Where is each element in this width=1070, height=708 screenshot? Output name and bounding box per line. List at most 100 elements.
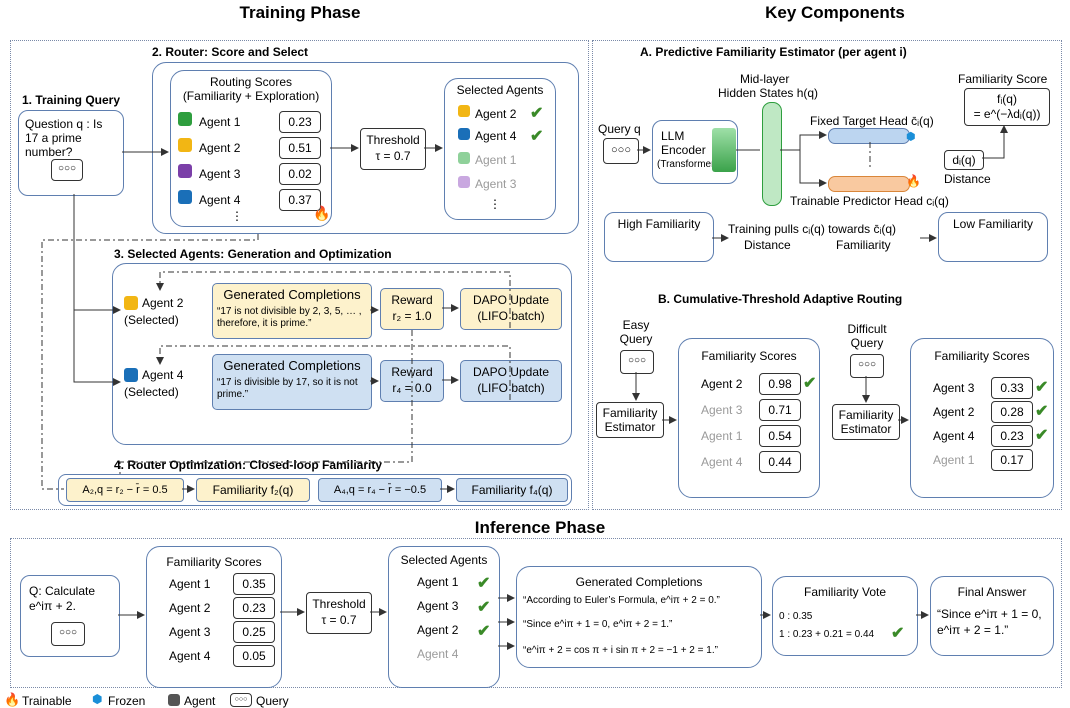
tau-value: τ = 0.7 — [375, 149, 411, 163]
routing-scores-title: Routing Scores — [209, 75, 293, 89]
high-familiarity-box: High Familiarity — [604, 212, 714, 262]
familiarity-score: 0.17 — [991, 449, 1033, 471]
generated-completion-text: “17 is divisible by 17, so it is not pri… — [217, 377, 358, 400]
trainable-predictor-head — [828, 176, 910, 192]
query-icon: ○○○ — [620, 350, 654, 374]
distance-label: Distance — [944, 172, 991, 186]
routing-scores-box: Routing Scores (Familiarity + Exploratio… — [170, 70, 332, 227]
check-icon: ✔ — [477, 575, 491, 592]
check-icon: ✔ — [477, 623, 491, 640]
selected-agents-box: Selected Agents Agent 2 Agent 4 Agent 1 … — [444, 78, 556, 220]
familiarity-up-label: Familiarity — [836, 238, 891, 252]
frozen-icon: ⬢ — [92, 692, 103, 706]
agent-label: Agent 4 — [701, 455, 743, 469]
selected-agent: Agent 1 — [417, 575, 459, 589]
familiarity-text: Familiarity f₄(q) — [471, 483, 553, 497]
vote-line: 0 : 0.35 — [779, 611, 813, 622]
dapo-update-box: DAPO Update (LIFO batch) — [460, 360, 562, 402]
familiarity-score: 0.25 — [233, 621, 275, 643]
gen-agent-selected: (Selected) — [124, 313, 179, 327]
low-familiarity-label: Low Familiarity — [952, 217, 1033, 231]
familiarity-score: 0.28 — [991, 401, 1033, 423]
agent-label: Agent 3 — [199, 167, 241, 181]
training-phase-title: Training Phase — [239, 3, 361, 22]
fixed-head-label: Fixed Target Head c̄ᵢ(q) — [810, 114, 934, 128]
threshold-label: Threshold — [312, 597, 366, 611]
completion-text: “e^iπ + 2 = cos π + i sin π + 2 = −1 + 2… — [523, 645, 718, 656]
generated-completion-box: Generated Completions “17 is divisible b… — [212, 354, 372, 410]
advantage-box: A₄,q = r₄ − r̄ = −0.5 — [318, 478, 442, 502]
advantage-box: A₂,q = r₂ − r̄ = 0.5 — [66, 478, 184, 502]
training-query-text: Question q : Is 17 a prime number? — [25, 117, 103, 159]
agent-2-icon — [458, 105, 470, 117]
reward-value: r₂ = 1.0 — [392, 309, 432, 323]
layers-icon — [712, 128, 736, 172]
agent-label: Agent 1 — [169, 577, 211, 591]
check-icon: ✔ — [891, 625, 905, 642]
distance-box: dᵢ(q) — [944, 150, 984, 170]
routing-scores-subtitle: (Familiarity + Exploration) — [182, 89, 320, 103]
agent-label: Agent 1 — [199, 115, 241, 129]
routing-score: 0.23 — [279, 111, 321, 133]
check-icon: ✔ — [530, 105, 544, 122]
familiarity-score: 0.71 — [759, 399, 801, 421]
agent-label: Agent 4 — [933, 429, 975, 443]
check-icon: ✔ — [1035, 427, 1049, 444]
generated-completion-box: Generated Completions “17 is not divisib… — [212, 283, 372, 339]
agent-label: Agent 3 — [701, 403, 743, 417]
key-components-title: Key Components — [765, 3, 905, 22]
gen-agent-label: Agent 4 — [142, 368, 184, 382]
inference-panel — [10, 538, 1062, 688]
generation-heading: 3. Selected Agents: Generation and Optim… — [114, 247, 392, 261]
legend-trainable: Trainable — [22, 694, 72, 708]
query-icon: ○○○ — [51, 622, 85, 646]
difficult-familiarity-scores-box: Familiarity Scores Agent 3 0.33 Agent 2 … — [910, 338, 1054, 498]
inference-familiarity-box: Familiarity Scores Agent 1 0.35 Agent 2 … — [146, 546, 282, 688]
check-icon: ✔ — [530, 128, 544, 145]
familiarity-estimator-box: Familiarity Estimator — [832, 404, 900, 440]
reward-box: Reward r₄ = 0.0 — [380, 360, 444, 402]
generated-completion-title: Generated Completions — [223, 287, 361, 302]
threshold-label: Threshold — [366, 133, 420, 147]
training-panel — [10, 40, 589, 510]
formula-line: fᵢ(q) — [997, 92, 1017, 106]
selected-agent: Agent 4 — [475, 129, 517, 143]
reward-box: Reward r₂ = 1.0 — [380, 288, 444, 330]
selected-agents-title: Selected Agents — [400, 553, 488, 567]
final-answer-box: Final Answer “Since e^iπ + 1 = 0, e^iπ +… — [930, 576, 1054, 656]
encoder-label: Encoder — [661, 143, 706, 157]
fixed-target-head — [828, 128, 910, 144]
generated-completions-title: Generated Completions — [575, 575, 703, 589]
agent-2-icon — [124, 296, 138, 310]
familiarity-score: 0.44 — [759, 451, 801, 473]
predictor-head-label: Trainable Predictor Head cᵢ(q) — [790, 194, 949, 208]
flame-icon: 🔥 — [4, 692, 21, 707]
agent-label: Agent 2 — [701, 377, 743, 391]
easy-query-label: Easy Query — [619, 318, 653, 346]
vote-line: 1 : 0.23 + 0.21 = 0.44 — [779, 629, 875, 640]
familiarity-box: Familiarity f₂(q) — [196, 478, 310, 502]
formula-line: = e^(−λdᵢ(q)) — [973, 107, 1041, 121]
tau-value: τ = 0.7 — [321, 613, 357, 627]
difficult-query-label: Difficult Query — [847, 322, 887, 350]
reward-label: Reward — [391, 365, 433, 379]
more-dots: ⋮ — [231, 209, 243, 223]
threshold-box: Threshold τ = 0.7 — [306, 592, 372, 634]
flame-icon: 🔥 — [906, 174, 921, 188]
final-answer-line: e^iπ + 2 = 1.” — [937, 623, 1009, 637]
llm-label: LLM — [661, 129, 685, 143]
familiarity-scores-title: Familiarity Scores — [934, 349, 1030, 363]
dapo-update-box: DAPO Update (LIFO batch) — [460, 288, 562, 330]
familiarity-score: 0.05 — [233, 645, 275, 667]
gen-agent-selected: (Selected) — [124, 385, 179, 399]
familiarity-score: 0.98 — [759, 373, 801, 395]
final-answer-line: “Since e^iπ + 1 = 0, — [937, 607, 1042, 621]
advantage-text: A₄,q = r₄ − r̄ = −0.5 — [333, 484, 427, 496]
easy-familiarity-scores-box: Familiarity Scores Agent 2 0.98 Agent 3 … — [678, 338, 820, 498]
unselected-agent: Agent 3 — [475, 177, 517, 191]
selected-agent: Agent 3 — [417, 599, 459, 613]
selected-agents-title: Selected Agents — [456, 83, 544, 97]
legend-frozen: Frozen — [108, 694, 146, 708]
familiarity-score: 0.54 — [759, 425, 801, 447]
familiarity-score: 0.23 — [991, 425, 1033, 447]
